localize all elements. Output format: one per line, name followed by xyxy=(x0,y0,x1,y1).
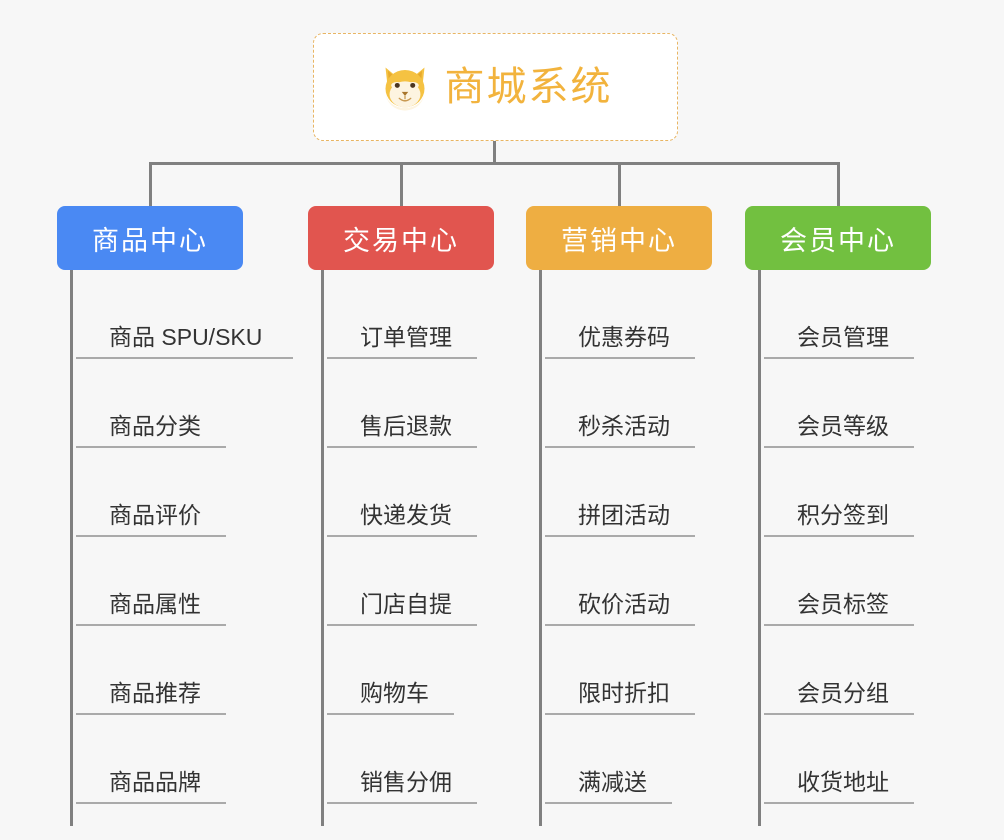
leaf-label: 快递发货 xyxy=(360,501,452,528)
leaf-underline xyxy=(764,446,914,448)
leaf-underline xyxy=(327,357,477,359)
branch-header-label-4: 会员中心 xyxy=(780,225,896,256)
leaf-label: 会员标签 xyxy=(797,590,889,617)
leaf-label: 拼团活动 xyxy=(578,501,670,528)
branch-column-4: 会员中心 会员管理 会员等级 积分签到 会员标签 会员分组 xyxy=(745,206,931,826)
leaf-item[interactable]: 商品 SPU/SKU xyxy=(76,270,293,359)
root-node[interactable]: 商城系统 xyxy=(313,33,678,141)
branch-column-1: 商品中心 商品 SPU/SKU 商品分类 商品评价 商品属性 商品推荐 xyxy=(57,206,293,826)
leaf-underline xyxy=(764,357,914,359)
leaf-underline xyxy=(764,535,914,537)
leaf-label: 积分签到 xyxy=(797,501,889,528)
branch-body-4: 会员管理 会员等级 积分签到 会员标签 会员分组 收货地址 xyxy=(758,270,931,826)
leaf-item[interactable]: 购物车 xyxy=(327,626,494,715)
branch-drop-connector-4 xyxy=(837,162,840,206)
branch-bus-connector xyxy=(149,162,840,165)
leaf-underline xyxy=(327,535,477,537)
branch-header-label-2: 交易中心 xyxy=(343,225,459,256)
leaf-item[interactable]: 商品分类 xyxy=(76,359,293,448)
leaf-underline xyxy=(764,802,914,804)
leaf-item[interactable]: 门店自提 xyxy=(327,537,494,626)
leaf-label: 商品 SPU/SKU xyxy=(109,323,263,350)
leaf-label: 商品评价 xyxy=(109,501,201,528)
leaf-underline xyxy=(76,357,293,359)
leaf-item[interactable]: 售后退款 xyxy=(327,359,494,448)
leaf-item[interactable]: 快递发货 xyxy=(327,448,494,537)
leaf-underline xyxy=(76,535,226,537)
leaf-label: 商品分类 xyxy=(109,412,201,439)
leaf-label: 秒杀活动 xyxy=(578,412,670,439)
leaf-item[interactable]: 销售分佣 xyxy=(327,715,494,804)
leaf-item[interactable]: 商品属性 xyxy=(76,537,293,626)
leaf-label: 门店自提 xyxy=(360,590,452,617)
leaf-item[interactable]: 拼团活动 xyxy=(545,448,712,537)
leaf-label: 商品推荐 xyxy=(109,679,201,706)
leaf-item[interactable]: 会员标签 xyxy=(764,537,931,626)
leaf-item[interactable]: 会员管理 xyxy=(764,270,931,359)
branch-header-label-1: 商品中心 xyxy=(92,225,208,256)
branch-drop-connector-3 xyxy=(618,162,621,206)
leaf-label: 商品属性 xyxy=(109,590,201,617)
leaf-underline xyxy=(764,624,914,626)
leaf-item[interactable]: 商品评价 xyxy=(76,448,293,537)
leaf-label: 优惠券码 xyxy=(578,323,670,350)
branch-body-3: 优惠券码 秒杀活动 拼团活动 砍价活动 限时折扣 满减送 xyxy=(539,270,712,826)
leaf-label: 限时折扣 xyxy=(578,679,670,706)
leaf-label: 会员分组 xyxy=(797,679,889,706)
leaf-underline xyxy=(545,713,695,715)
branch-body-2: 订单管理 售后退款 快递发货 门店自提 购物车 销售分佣 xyxy=(321,270,494,826)
leaf-item[interactable]: 积分签到 xyxy=(764,448,931,537)
branch-header-4[interactable]: 会员中心 xyxy=(745,206,931,270)
leaf-label: 会员管理 xyxy=(797,323,889,350)
leaf-item[interactable]: 收货地址 xyxy=(764,715,931,804)
leaf-item[interactable]: 会员等级 xyxy=(764,359,931,448)
leaf-underline xyxy=(327,624,477,626)
branch-drop-connector-1 xyxy=(149,162,152,206)
leaf-underline xyxy=(545,446,695,448)
leaf-label: 售后退款 xyxy=(360,412,452,439)
leaf-underline xyxy=(76,802,226,804)
leaf-underline xyxy=(327,802,477,804)
leaf-underline xyxy=(76,624,226,626)
root-title: 商城系统 xyxy=(444,65,613,109)
leaf-underline xyxy=(764,713,914,715)
leaf-label: 收货地址 xyxy=(797,768,889,795)
branch-drop-connector-2 xyxy=(400,162,403,206)
leaf-underline xyxy=(76,446,226,448)
leaf-item[interactable]: 商品推荐 xyxy=(76,626,293,715)
leaf-label: 砍价活动 xyxy=(578,590,670,617)
leaf-label: 销售分佣 xyxy=(360,768,452,795)
branch-body-1: 商品 SPU/SKU 商品分类 商品评价 商品属性 商品推荐 商品品牌 xyxy=(70,270,293,826)
shiba-dog-emoji xyxy=(385,67,424,111)
branch-header-2[interactable]: 交易中心 xyxy=(308,206,494,270)
leaf-underline xyxy=(545,624,695,626)
leaf-label: 会员等级 xyxy=(797,412,889,439)
leaf-item[interactable]: 商品品牌 xyxy=(76,715,293,804)
leaf-underline xyxy=(545,802,672,804)
branch-header-3[interactable]: 营销中心 xyxy=(526,206,712,270)
branch-column-3: 营销中心 优惠券码 秒杀活动 拼团活动 砍价活动 限时折扣 xyxy=(526,206,712,826)
leaf-label: 商品品牌 xyxy=(109,768,201,795)
root-stem-connector xyxy=(493,141,496,165)
leaf-item[interactable]: 会员分组 xyxy=(764,626,931,715)
leaf-item[interactable]: 优惠券码 xyxy=(545,270,712,359)
leaf-item[interactable]: 秒杀活动 xyxy=(545,359,712,448)
leaf-label: 购物车 xyxy=(360,679,429,706)
leaf-underline xyxy=(545,535,695,537)
leaf-item[interactable]: 限时折扣 xyxy=(545,626,712,715)
leaf-item[interactable]: 砍价活动 xyxy=(545,537,712,626)
leaf-underline xyxy=(545,357,695,359)
branch-header-1[interactable]: 商品中心 xyxy=(57,206,243,270)
leaf-underline xyxy=(327,446,477,448)
leaf-underline xyxy=(327,713,454,715)
leaf-label: 满减送 xyxy=(578,768,647,795)
leaf-item[interactable]: 满减送 xyxy=(545,715,712,804)
branch-header-label-3: 营销中心 xyxy=(561,225,677,256)
leaf-label: 订单管理 xyxy=(360,323,452,350)
leaf-underline xyxy=(76,713,226,715)
branch-column-2: 交易中心 订单管理 售后退款 快递发货 门店自提 购物车 xyxy=(308,206,494,826)
leaf-item[interactable]: 订单管理 xyxy=(327,270,494,359)
